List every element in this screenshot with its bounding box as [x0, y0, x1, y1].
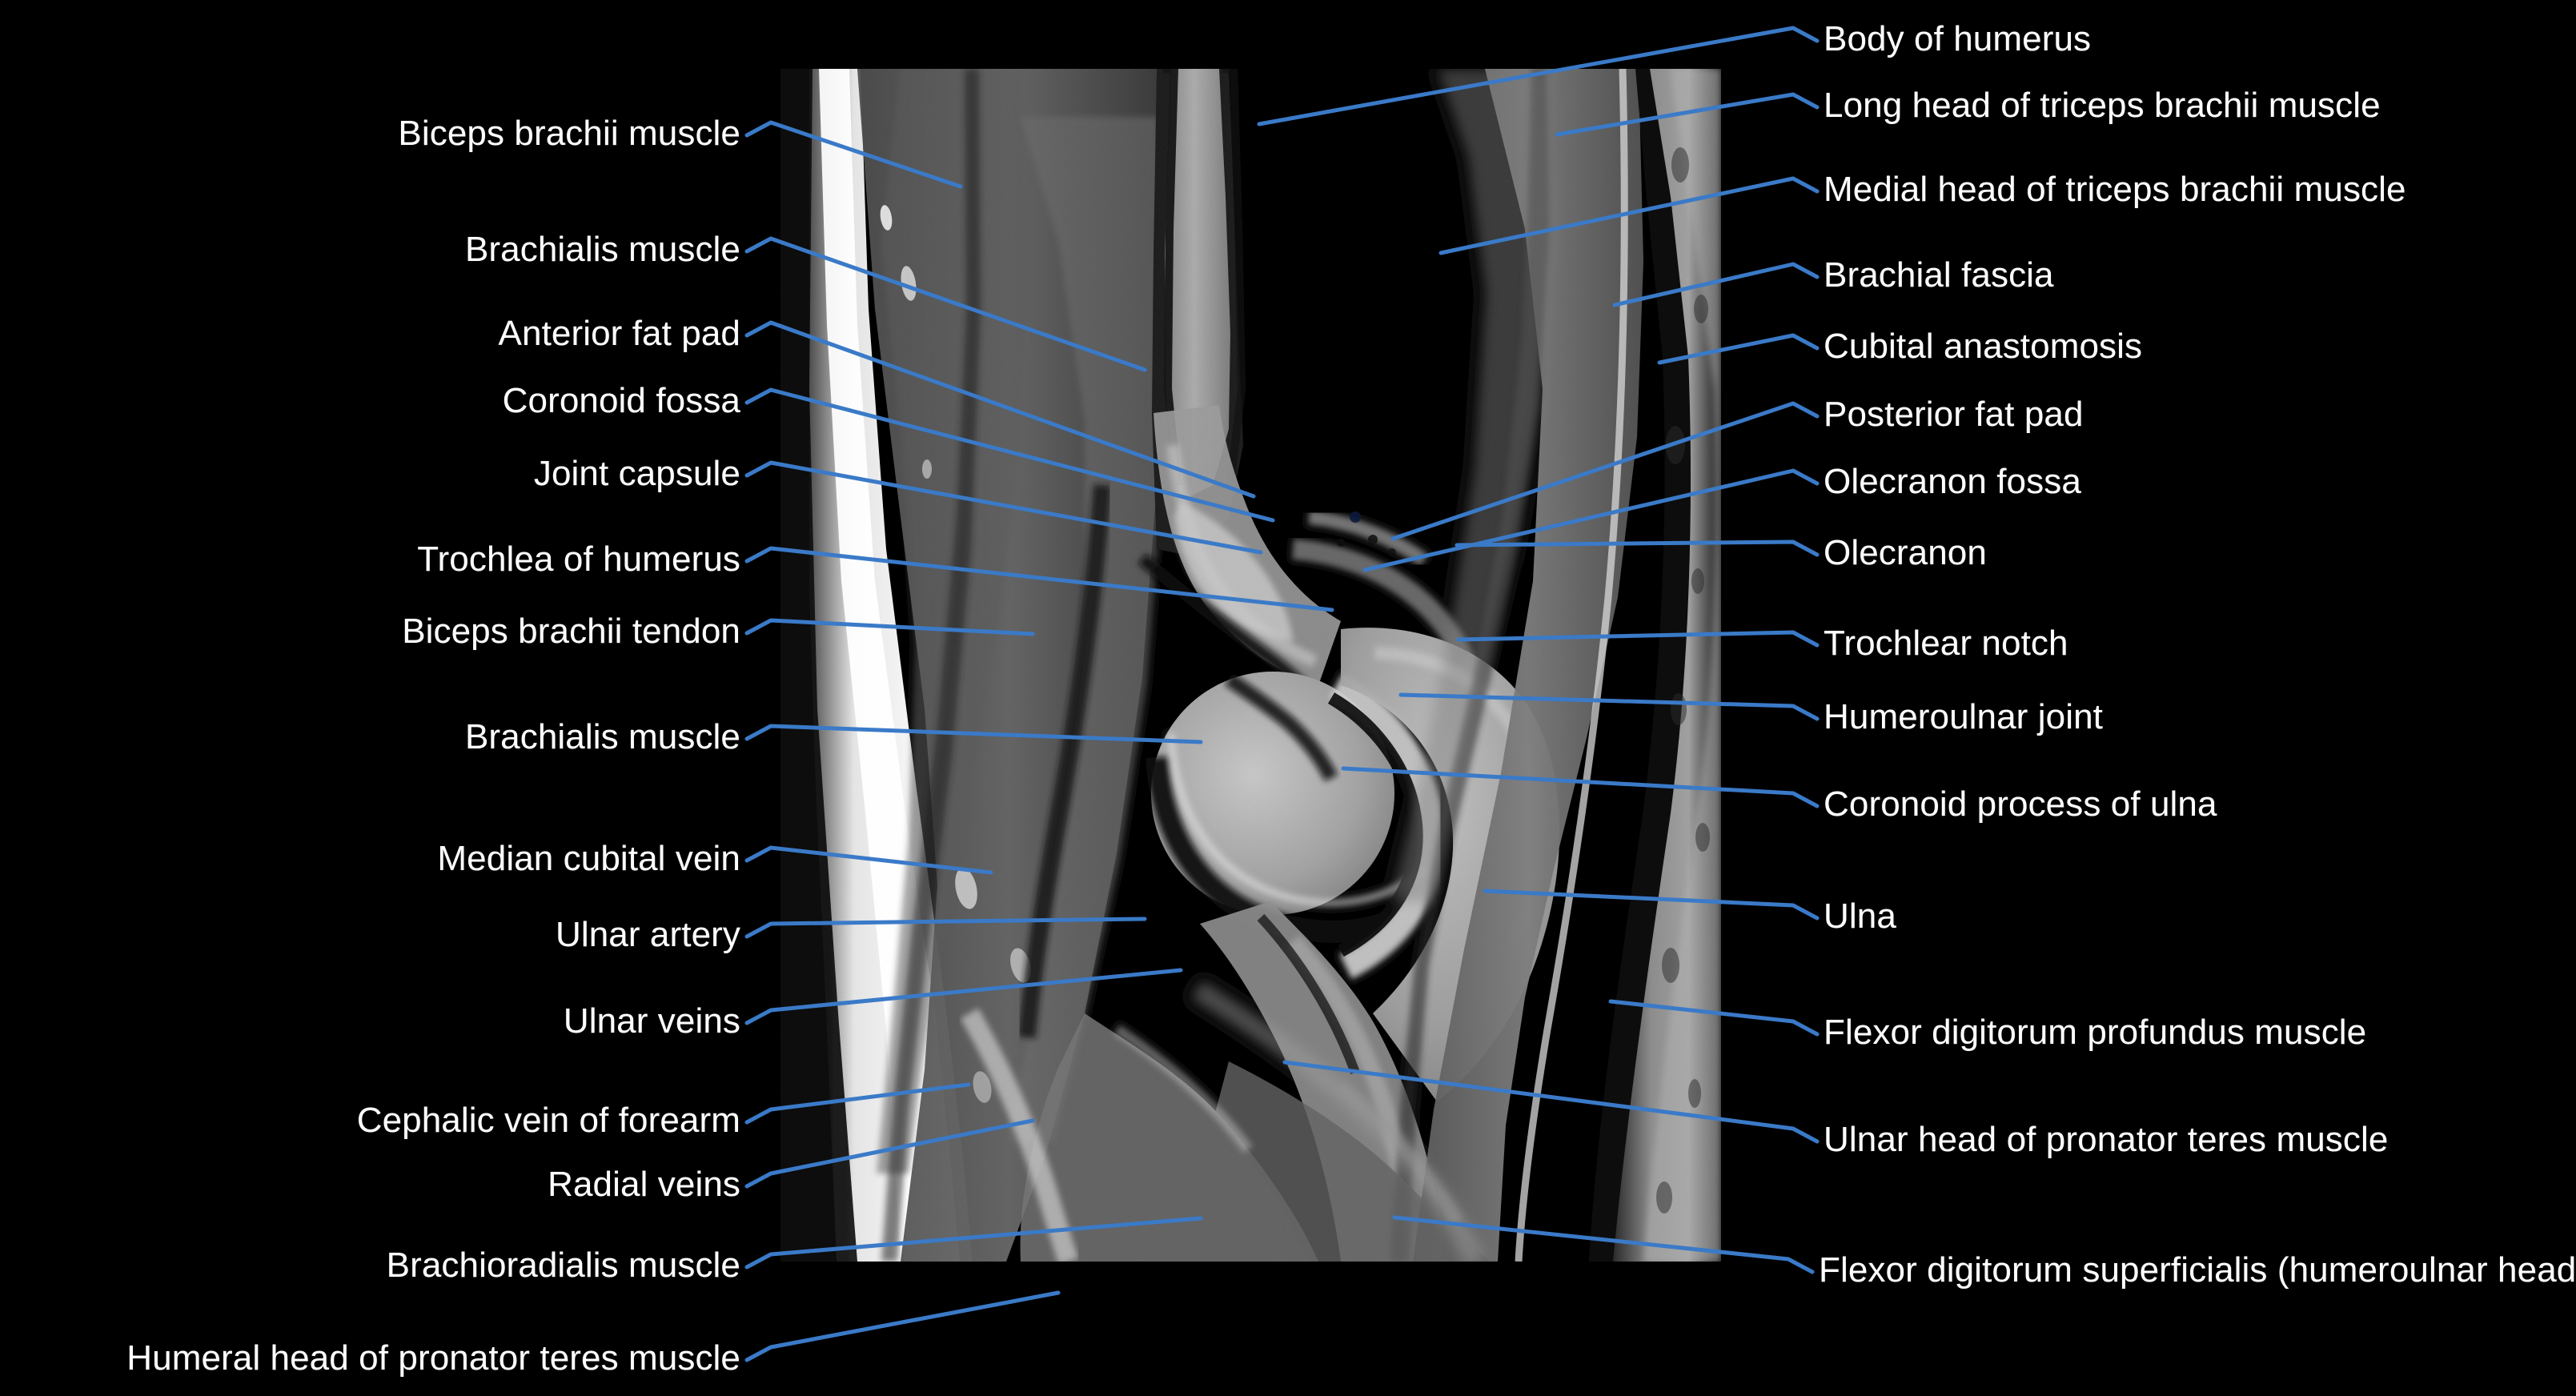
- anatomy-label: Olecranon fossa: [1824, 462, 2081, 501]
- anatomy-label: Biceps brachii tendon: [402, 612, 740, 651]
- anatomy-label: Ulnar veins: [563, 1001, 740, 1041]
- anatomy-label: Cubital anastomosis: [1824, 327, 2143, 366]
- anatomy-label: Humeroulnar joint: [1824, 697, 2103, 736]
- anatomy-label: Humeral head of pronator teres muscle: [126, 1338, 740, 1378]
- anatomy-label: Brachialis muscle: [464, 717, 740, 756]
- anatomy-label: Long head of triceps brachii muscle: [1824, 86, 2381, 125]
- anatomy-label: Brachioradialis muscle: [386, 1246, 740, 1285]
- anatomy-label: Brachialis muscle: [464, 230, 740, 269]
- anatomy-label: Flexor digitorum profundus muscle: [1824, 1013, 2367, 1052]
- anatomy-label: Joint capsule: [533, 454, 740, 493]
- anatomy-label: Trochlea of humerus: [417, 540, 740, 579]
- anatomy-label: Body of humerus: [1824, 19, 2092, 58]
- anatomy-label: Radial veins: [548, 1165, 740, 1204]
- mri-sagittal-elbow-image: [780, 69, 1721, 1262]
- anatomy-label: Coronoid fossa: [502, 381, 740, 420]
- anatomy-label: Cephalic vein of forearm: [356, 1101, 740, 1140]
- anatomy-label: Brachial fascia: [1824, 255, 2054, 295]
- anatomy-label: Olecranon: [1824, 533, 1987, 572]
- leader-line: [744, 1290, 1061, 1362]
- anatomy-label: Biceps brachii muscle: [398, 114, 740, 153]
- anatomy-label: Ulna: [1824, 897, 1896, 936]
- anatomy-label: Medial head of triceps brachii muscle: [1824, 170, 2406, 209]
- anatomy-label: Ulnar artery: [555, 915, 740, 954]
- anatomy-label: Flexor digitorum superficialis (humeroul…: [1819, 1250, 2576, 1290]
- anatomy-label: Coronoid process of ulna: [1824, 784, 2217, 824]
- anatomy-label: Ulnar head of pronator teres muscle: [1824, 1120, 2389, 1159]
- anatomy-label: Posterior fat pad: [1824, 395, 2084, 434]
- anatomy-label: Median cubital vein: [437, 839, 740, 878]
- anatomy-label: Trochlear notch: [1824, 624, 2068, 663]
- anatomy-label: Anterior fat pad: [498, 314, 740, 353]
